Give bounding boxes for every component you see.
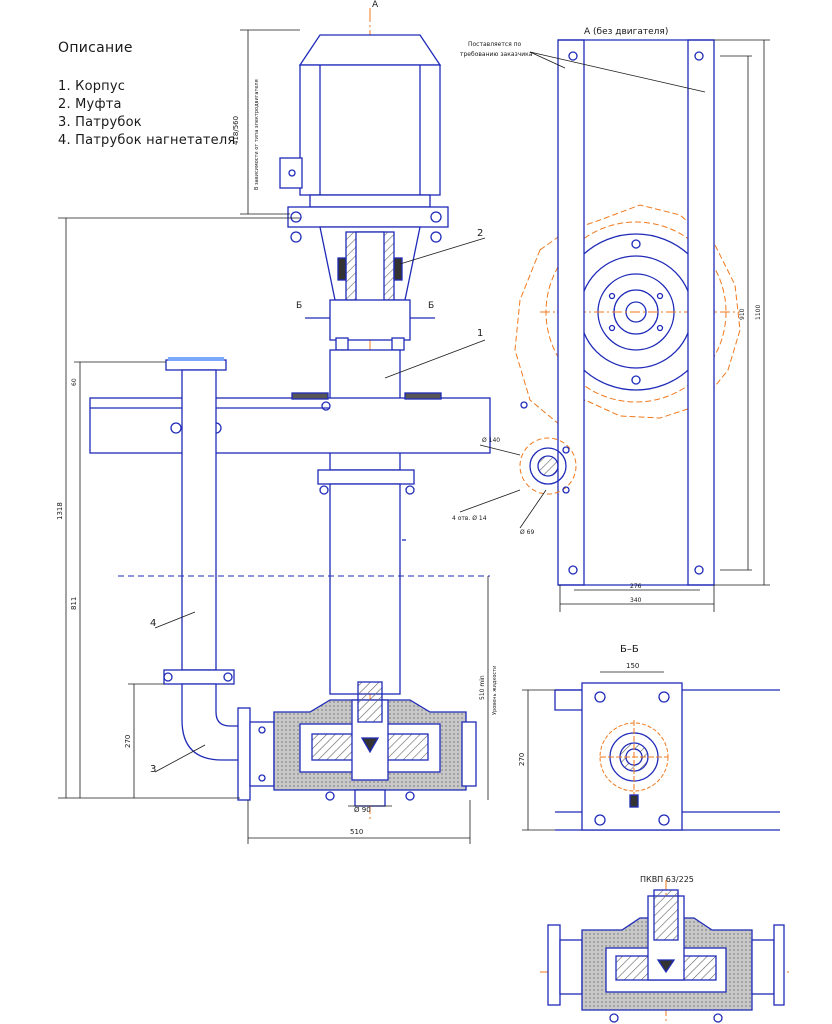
callout-4: 4	[150, 618, 156, 629]
main-view	[89, 8, 491, 820]
top-arrow-label: А	[372, 0, 379, 10]
view-a-title: А (без двигателя)	[584, 27, 668, 37]
view-a-text: А (без двигателя) Поставляется по требов…	[452, 27, 762, 604]
note-supply-2: требованию заказчика	[460, 51, 533, 58]
dim-outlet-flange: Ø 69	[520, 529, 534, 536]
dim-flange-offset: 60	[71, 378, 78, 386]
note-supply: Поставляется по	[468, 41, 522, 48]
dim-frame-height-inner: 910	[739, 308, 746, 320]
dim-motor-height: 418/560	[232, 116, 240, 145]
section-title: Б–Б	[620, 644, 639, 655]
dim-frame-outer: 340	[630, 597, 642, 604]
view-a	[514, 39, 741, 586]
dim-submerged: 811	[70, 597, 78, 610]
callouts	[154, 237, 486, 773]
legend: Описание 1. Корпус 2. Муфта 3. Патрубок …	[58, 40, 235, 150]
dim-frame-inner: 276	[630, 583, 642, 590]
dim-base-width: 510	[350, 828, 363, 836]
callout-2: 2	[477, 228, 483, 239]
detail-title: ПКВП 63/225	[640, 875, 694, 884]
main-dimensions	[58, 29, 489, 844]
section-bb-dimensions	[522, 671, 664, 831]
legend-title: Описание	[58, 40, 133, 56]
legend-item-3: 3. Патрубок	[58, 115, 142, 130]
note-holes: 4 отв. Ø 14	[452, 515, 487, 522]
callout-1: 1	[477, 328, 483, 339]
dim-inlet-dia: Ø 90	[354, 806, 371, 814]
dim-section-width: 150	[626, 662, 639, 670]
note-fluid-level: Уровень жидкости	[492, 666, 498, 715]
legend-item-1: 1. Корпус	[58, 79, 126, 94]
dim-frame-height: 1100	[755, 305, 762, 320]
section-bb	[554, 682, 780, 831]
dim-section-height: 270	[518, 753, 526, 766]
detail-view	[540, 880, 790, 1024]
callout-labels: 2 1 3 4	[150, 228, 483, 775]
dim-inlet-height: 270	[124, 735, 132, 748]
dim-level-min: 510 min	[479, 675, 486, 700]
dim-outlet-dia: Ø 140	[482, 437, 500, 444]
legend-item-2: 2. Муфта	[58, 97, 122, 112]
main-dimension-text: 418/560 В зависимости от типа электродви…	[56, 0, 498, 836]
view-a-dimensions	[459, 39, 770, 612]
callout-3: 3	[150, 764, 156, 775]
section-mark-right: Б	[428, 301, 434, 311]
dim-total-height: 1318	[56, 502, 64, 520]
section-mark-left: Б	[296, 301, 302, 311]
legend-item-4: 4. Патрубок нагнетателя	[58, 133, 236, 148]
note-motor-dim: В зависимости от типа электродвигателя	[254, 79, 260, 190]
section-bb-text: Б–Б 150 270	[518, 644, 639, 766]
